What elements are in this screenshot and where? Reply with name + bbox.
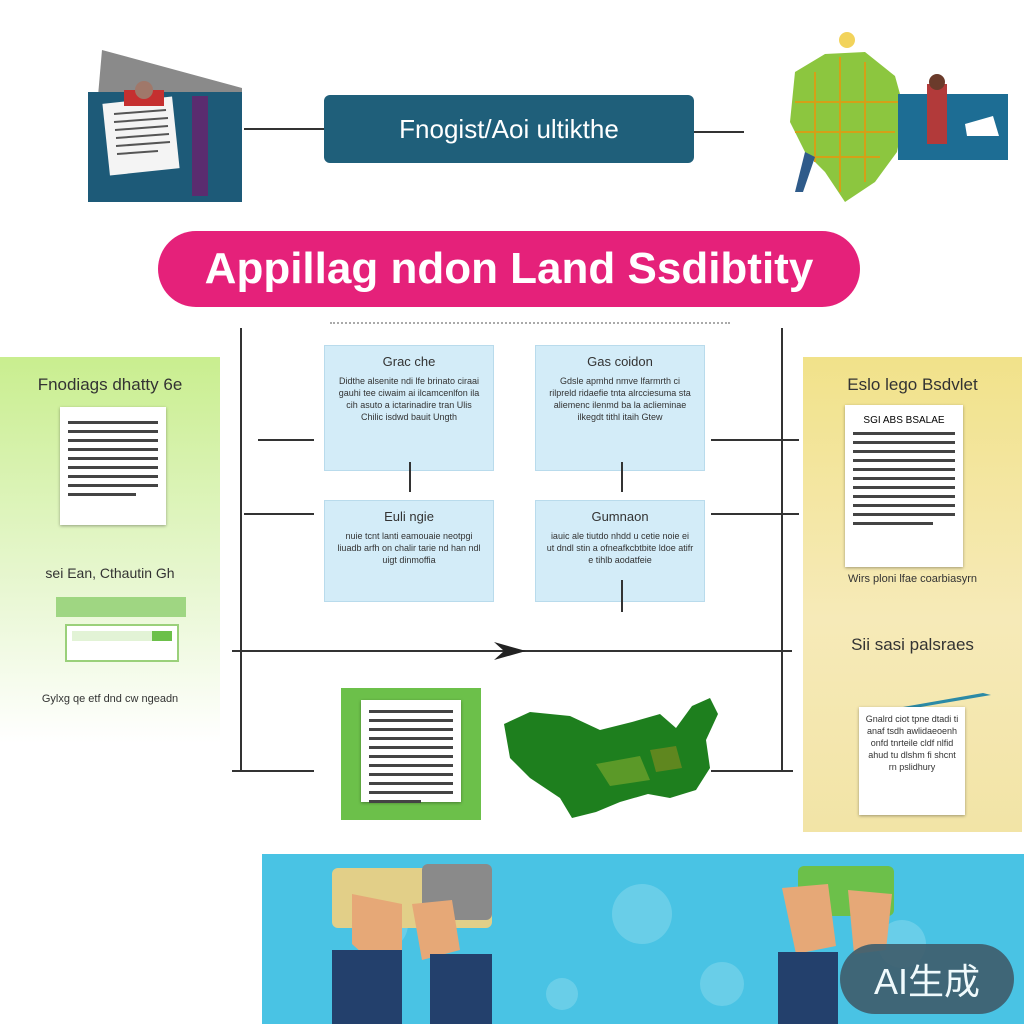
flow-arrow-icon: [492, 640, 528, 662]
connector-line: [621, 580, 623, 612]
land-map-illustration: [500, 694, 720, 820]
right-document: SGI ABS BSALAE: [845, 405, 963, 567]
connector-line: [694, 131, 744, 133]
connector-line: [244, 513, 314, 515]
connector-line: [711, 770, 793, 772]
map-user-illustration: [755, 32, 1010, 212]
left-document: [60, 407, 166, 525]
main-title: Appillag ndon Land Ssdibtity: [158, 231, 860, 307]
top-left-folder-illustration: [88, 50, 246, 202]
document-frame: [341, 688, 481, 820]
frame-right-vertical: [781, 328, 783, 772]
left-panel: Fnodiags dhatty 6e sei Ean, Cthautin Gh …: [0, 357, 220, 743]
bottom-illustration-band: [262, 854, 1024, 1024]
document-page: [361, 700, 461, 803]
connector-line: [232, 770, 314, 772]
info-card: Euli ngie nuie tcnt lanti eamouaie neotp…: [324, 500, 494, 602]
ai-generated-badge: AI生成: [840, 944, 1014, 1014]
info-card: Grac che Didthe alsenite ndi lfe brinato…: [324, 345, 494, 471]
left-panel-title: Fnodiags dhatty 6e: [37, 375, 183, 394]
connector-line: [711, 439, 799, 441]
frame-left-vertical: [240, 328, 242, 772]
connector-line: [621, 462, 623, 492]
connector-line: [409, 462, 411, 492]
left-panel-subtitle: sei Ean, Cthautin Gh: [45, 565, 175, 581]
right-note-document: Gnalrd ciot tpne dtadi ti anaf tsdh awli…: [859, 707, 965, 815]
right-panel-title: Eslo lego Bsdvlet: [847, 375, 978, 394]
dotted-divider: [330, 322, 730, 324]
connector-line: [244, 128, 324, 130]
right-panel: Eslo lego Bsdvlet SGI ABS BSALAE Wirs pl…: [803, 357, 1022, 832]
right-panel-caption: Wirs ploni lfae coarbiasyrn: [848, 573, 977, 585]
info-card: Gumnaon iauic ale tiutdo nhdd u cetie no…: [535, 500, 705, 602]
connector-line: [258, 439, 314, 441]
connector-line: [711, 513, 799, 515]
left-panel-caption: Gylxg qe etf dnd cw ngeadn: [41, 693, 179, 705]
scanner-illustration: [56, 597, 186, 677]
right-panel-subtitle: Sii sasi palsraes: [851, 635, 974, 654]
info-card: Gas coidon Gdsle apmhd nmve lfarmrth ci …: [535, 345, 705, 471]
top-banner: Fnogist/Aoi ultikthe: [324, 95, 694, 163]
pen-icon: [903, 689, 993, 709]
